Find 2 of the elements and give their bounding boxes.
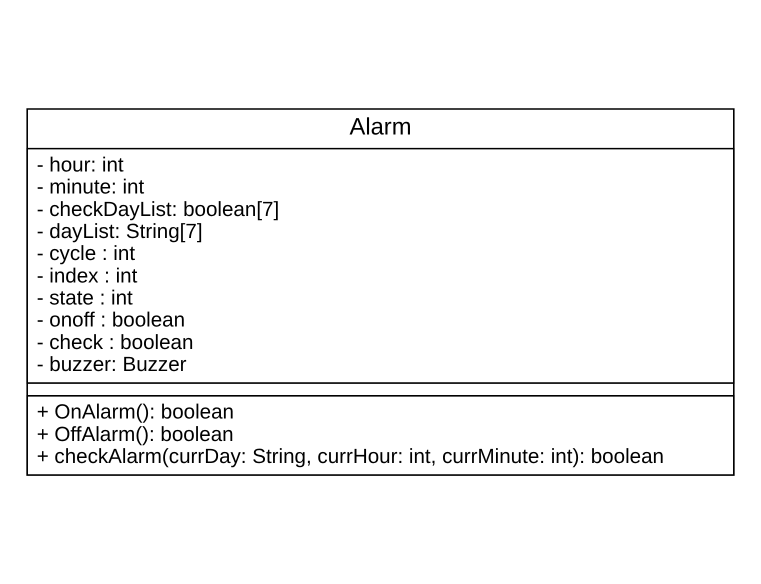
node-box: - hour: int - minute: int - checkDayList: boolean[7] - dayList: String[7] - cycle : int - index : int - state : int - onoff : boolean - check : boolean - buzzer: Buzzer [26,148,735,384]
node-box: + OnAlarm(): boolean + OffAlarm(): boolean + checkAlarm(currDay: String, currHour: int, currMinute: int): boolean [26,394,735,476]
